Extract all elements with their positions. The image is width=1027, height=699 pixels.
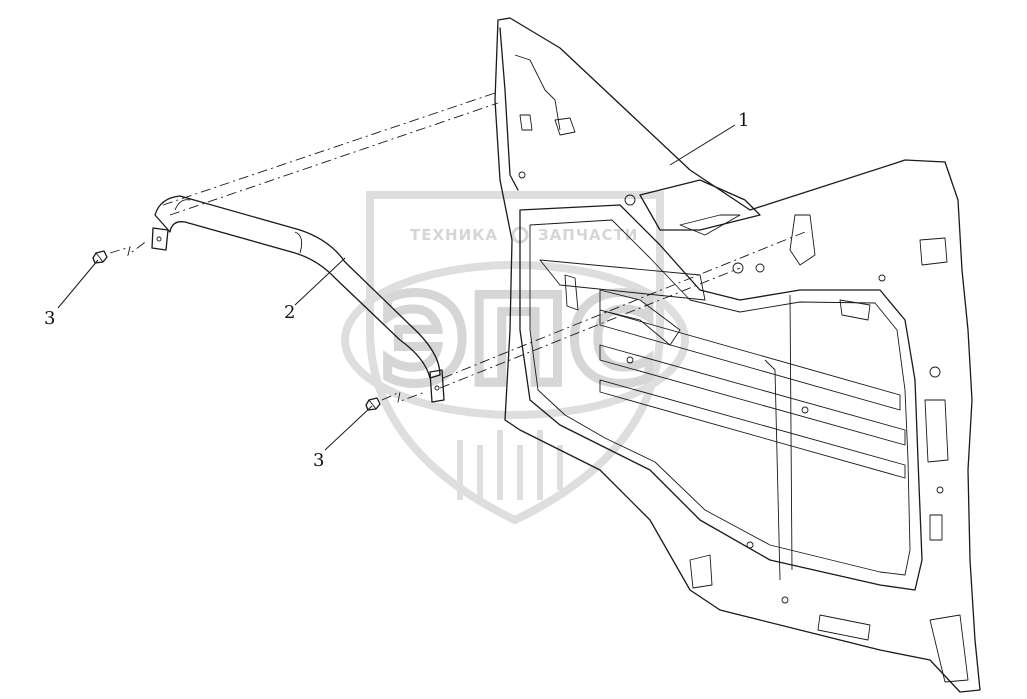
- callout-2: 2: [284, 302, 295, 323]
- bolt-upper: [92, 250, 108, 264]
- callout-3-upper: 3: [44, 308, 55, 329]
- door-panel: [494, 17, 981, 693]
- callout-1: 1: [738, 110, 749, 131]
- watermark-logo: ЭПС: [380, 272, 657, 411]
- watermark-right-text: ЗАПЧАСТИ: [538, 226, 638, 244]
- watermark-left-text: ТЕХНИКА: [410, 226, 498, 244]
- watermark-wheat-icon: [457, 430, 563, 500]
- assembly-lines: [109, 91, 806, 403]
- grab-handle: [151, 195, 445, 403]
- watermark: ЭПС ТЕХНИКА ЗАПЧАСТИ: [341, 191, 689, 525]
- callout-3-lower: 3: [313, 450, 324, 471]
- watermark-ring: [341, 261, 689, 419]
- leader-lines: [57, 124, 736, 451]
- bolt-lower: [365, 397, 381, 411]
